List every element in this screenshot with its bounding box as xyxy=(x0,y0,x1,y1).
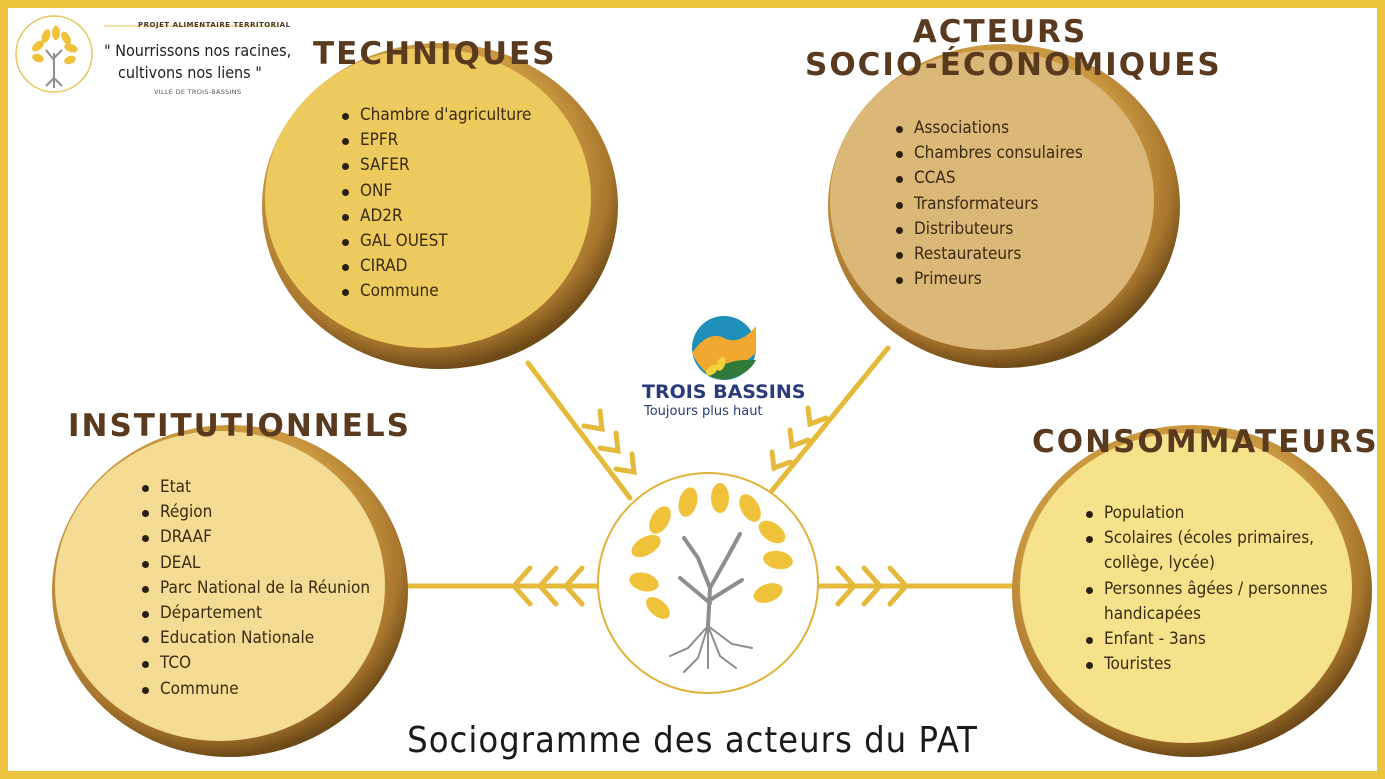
list-item: handicapées xyxy=(1104,603,1202,624)
list-item: Commune xyxy=(341,279,531,304)
circle-institutionnels xyxy=(52,425,408,757)
list-item: Enfant - 3ans xyxy=(1086,627,1328,652)
list-item: Parc National de la Réunion xyxy=(141,576,370,601)
heading-socio-line-2: SOCIO-ÉCONOMIQUES xyxy=(805,46,1222,83)
pat-banner: PROJET ALIMENTAIRE TERRITORIAL xyxy=(138,21,291,29)
list-item: Commune xyxy=(141,677,370,702)
tree-icon xyxy=(597,472,819,694)
brand-tagline: Toujours plus haut xyxy=(644,404,763,419)
connector-socio xyxy=(763,345,891,501)
list-item: Associations xyxy=(896,116,1083,141)
list-item: Région xyxy=(141,500,370,525)
heading-socio-line-1: ACTEURS xyxy=(912,14,1088,50)
list-item: Education Nationale xyxy=(141,626,370,651)
diagram-graphics xyxy=(15,15,1372,757)
list-item: GAL OUEST xyxy=(341,229,531,254)
list-item: collège, lycée) xyxy=(1104,553,1216,574)
list-item: SAFER xyxy=(341,153,531,178)
list-item: CCAS xyxy=(896,166,1083,191)
brand-name: TROIS BASSINS xyxy=(642,381,806,403)
list-item: Etat xyxy=(141,475,370,500)
list-item: EPFR xyxy=(341,128,531,153)
list-item: DRAAF xyxy=(141,525,370,550)
circle-socio xyxy=(828,44,1180,368)
list-item: Touristes xyxy=(1086,652,1328,677)
trois-bassins-logo-icon xyxy=(692,316,756,380)
connectors xyxy=(400,345,1019,607)
list-item: Restaurateurs xyxy=(896,242,1083,267)
list-item: DEAL xyxy=(141,551,370,576)
heading-socio: ACTEURS SOCIO-ÉCONOMIQUES xyxy=(805,14,1222,83)
heading-institutionnels: INSTITUTIONNELS xyxy=(68,408,411,444)
town-label: VILLE DE TROIS-BASSINS xyxy=(154,88,242,96)
list-item: Chambres consulaires xyxy=(896,141,1083,166)
list-item: Département xyxy=(141,601,370,626)
list-item: Distributeurs xyxy=(896,217,1083,242)
list-item: Scolaires (écoles primaires, xyxy=(1086,526,1328,551)
list-item: Primeurs xyxy=(896,267,1083,292)
heading-techniques: TECHNIQUES xyxy=(313,36,557,72)
heading-consommateurs: CONSOMMATEURS xyxy=(1032,424,1379,460)
list-item: AD2R xyxy=(341,204,531,229)
circle-techniques xyxy=(262,43,618,369)
list-item: ONF xyxy=(341,179,531,204)
diagram-title: Sociogramme des acteurs du PAT xyxy=(407,720,978,761)
list-item: Transformateurs xyxy=(896,192,1083,217)
list-item: Population xyxy=(1086,501,1328,526)
slogan: " Nourrissons nos racines, cultivons nos… xyxy=(104,40,291,84)
pat-logo-icon xyxy=(15,15,278,93)
list-item: CIRAD xyxy=(341,254,531,279)
connector-techniques xyxy=(525,360,633,501)
list-item: TCO xyxy=(141,651,370,676)
list-item: Chambre d'agriculture xyxy=(341,103,531,128)
slogan-line-2: cultivons nos liens " xyxy=(118,63,262,82)
slogan-line-1: " Nourrissons nos racines, xyxy=(104,41,292,60)
list-item: Personnes âgées / personnes xyxy=(1086,577,1328,602)
circle-consommateurs xyxy=(1012,425,1372,757)
